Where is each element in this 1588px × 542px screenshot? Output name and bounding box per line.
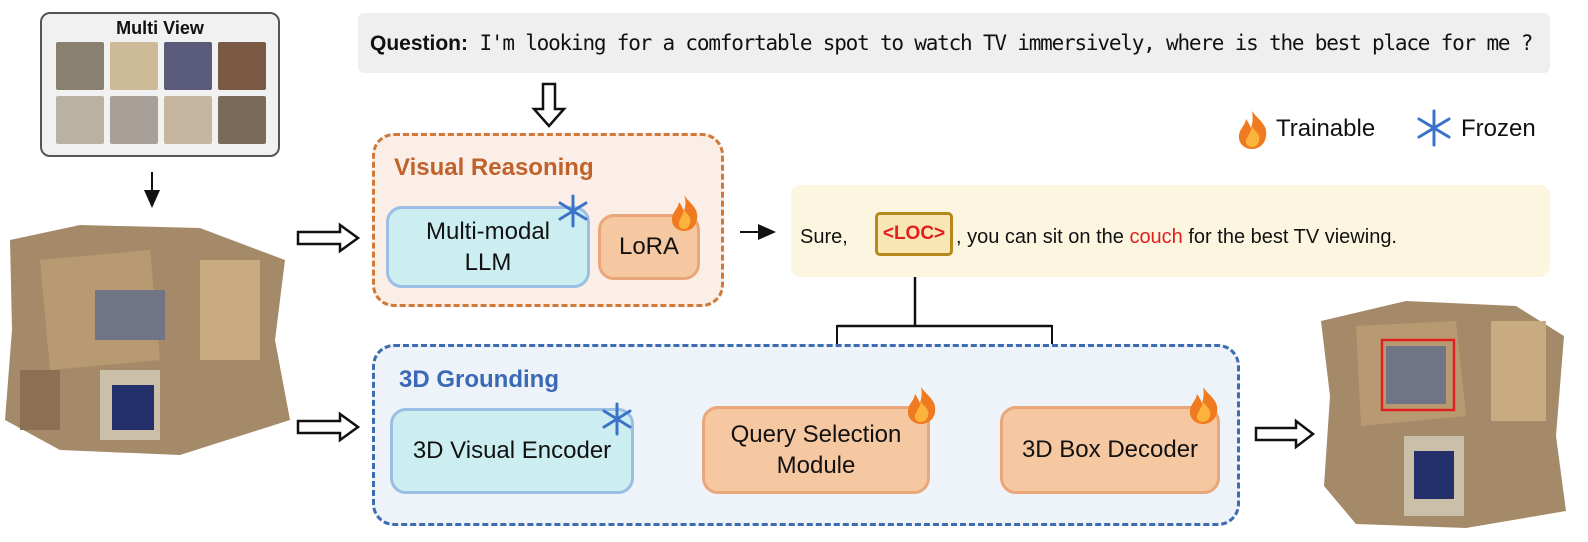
closet-view — [164, 96, 212, 144]
fire-icon — [1189, 387, 1218, 424]
input-3d-scene — [5, 225, 290, 455]
visual-reasoning-title: Visual Reasoning — [394, 154, 594, 181]
fire-icon — [1238, 111, 1267, 149]
answer-highlight: couch — [1129, 226, 1183, 248]
desk-chair-view — [218, 96, 266, 144]
answer-sentence: , you can sit on the couch for the best … — [956, 226, 1397, 249]
output-3d-scene — [1321, 301, 1566, 528]
grounding-to-output-arrow — [1254, 418, 1316, 450]
hallway-door-view — [110, 42, 158, 90]
answer-prefix: Sure, — [800, 226, 848, 248]
question-bar: Question: I'm looking for a comfortable … — [358, 13, 1550, 73]
fire-icon — [907, 387, 936, 424]
scene-to-reasoning-arrow — [296, 222, 361, 254]
snowflake-icon — [602, 402, 632, 436]
question-down-arrow — [531, 82, 567, 128]
question-text: Question: I'm looking for a comfortable … — [370, 13, 1533, 73]
snowflake-icon — [1417, 109, 1451, 147]
question-body: I'm looking for a comfortable spot to wa… — [479, 31, 1533, 55]
multi-view-panel: Multi View — [40, 12, 280, 157]
question-label: Question: — [370, 32, 468, 55]
dresser-view — [218, 42, 266, 90]
legend-frozen-label: Frozen — [1461, 115, 1536, 142]
answer-middle: , you can sit on the — [956, 226, 1130, 248]
scene-to-grounding-arrow — [296, 411, 361, 443]
bathroom-view — [56, 96, 104, 144]
bed-view — [164, 42, 212, 90]
loc-token: <LOC> — [875, 212, 953, 256]
fire-icon — [671, 195, 698, 231]
predicted-bounding-box — [1380, 338, 1456, 412]
query-selection-module: Query Selection Module — [702, 406, 930, 494]
lora-module: LoRA — [598, 214, 700, 280]
multi-view-title: Multi View — [116, 18, 204, 38]
snowflake-icon — [558, 194, 588, 228]
office-chair-view — [56, 42, 104, 90]
3d-box-decoder-module: 3D Box Decoder — [1000, 406, 1220, 494]
3d-visual-encoder-module: 3D Visual Encoder — [390, 408, 634, 494]
answer-suffix: for the best TV viewing. — [1182, 226, 1397, 248]
kitchen-view — [110, 96, 158, 144]
3d-grounding-title: 3D Grounding — [399, 366, 559, 393]
legend-trainable-label: Trainable — [1276, 115, 1376, 142]
multimodal-llm-module: Multi-modal LLM — [386, 206, 590, 288]
